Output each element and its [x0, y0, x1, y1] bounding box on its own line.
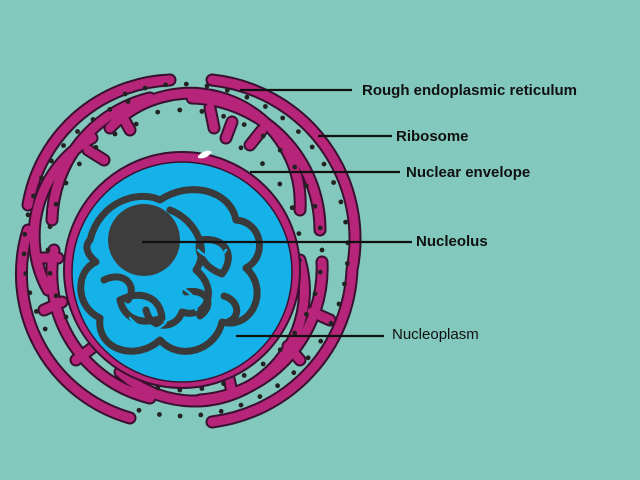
ribosome-dot [93, 145, 99, 150]
ribosome-dot [27, 290, 33, 296]
ribosome-dot [338, 199, 344, 205]
label-nuclear-envelope: Nuclear envelope [406, 164, 531, 181]
ribosome-dot [263, 104, 268, 109]
ribosome-dot [47, 270, 53, 276]
ribosome-dot [221, 381, 227, 387]
ribosome-dot [53, 293, 59, 299]
ribosome-dot [45, 247, 51, 253]
ribosome-dot [321, 161, 327, 167]
ribosome-dot [241, 373, 247, 378]
ribosome-dot [305, 355, 311, 361]
ribosome-dot [177, 107, 183, 113]
ribosome-dot [42, 326, 48, 332]
ribosome-dot [31, 193, 36, 199]
ribosome-dot [342, 281, 347, 287]
ribosome-dot [291, 370, 297, 376]
ribosome-dot [238, 402, 244, 408]
ribosome-dot [244, 94, 250, 100]
ribosome-dot [304, 311, 309, 317]
ribosome-dot [296, 129, 301, 135]
ribosome-dot [53, 201, 59, 207]
ribosome-dot [77, 161, 82, 167]
ribosome-dot [218, 408, 224, 414]
ribosome-dot [25, 212, 31, 218]
ribosome-dot [221, 113, 227, 119]
ribosome-dot [241, 122, 247, 127]
ribosome-dot [260, 161, 265, 167]
ribosome-dot [61, 143, 66, 148]
ribosome-dot [317, 269, 323, 275]
ribosome-dot [289, 205, 295, 211]
ribosome-dot [317, 225, 323, 231]
ribosome-dot [136, 407, 142, 413]
ribosome-dot [155, 109, 161, 115]
ribosome-dot [336, 301, 342, 307]
ribosome-dot [34, 309, 39, 314]
ribosome-dot [318, 338, 324, 344]
ribosome-dot [49, 158, 54, 164]
ribosome-dot [319, 247, 325, 253]
ribosome-dot [260, 361, 266, 367]
ribosome-dot [21, 251, 27, 257]
ribosome-dot [23, 271, 29, 276]
label-rough-er: Rough endoplasmic reticulum [362, 82, 578, 99]
ribosome-dot [277, 181, 283, 187]
rough-er [15, 73, 362, 429]
ribosome-dot [277, 147, 283, 153]
ribosome-dot [122, 91, 128, 97]
ribosome-dot [22, 231, 28, 237]
ribosome-dot [63, 180, 69, 186]
ribosome-dot [107, 107, 113, 112]
ribosome-dot [47, 224, 53, 230]
ribosome-dot [183, 81, 189, 87]
ribosome-dot [304, 183, 309, 189]
chromatin [77, 186, 263, 355]
ribosome-dot [133, 121, 139, 127]
ribosome-dot [277, 347, 283, 353]
ribosome-dot [328, 320, 334, 326]
ribosome-dot [63, 314, 69, 320]
ribosome-dot [199, 109, 205, 114]
ribosome-dot [177, 413, 183, 419]
nuclear-pore [198, 150, 212, 159]
ribosome-dot [280, 115, 286, 121]
ribosome-dot [198, 412, 204, 418]
label-nucleolus: Nucleolus [416, 233, 488, 250]
ribosome-dot [90, 117, 96, 122]
nucleolus [108, 204, 180, 276]
ribosome-dot [296, 231, 302, 237]
ribosome-dot [163, 82, 169, 88]
ribosome-dot [343, 219, 348, 225]
ribosome-dot [331, 180, 336, 185]
ribosome-dot [312, 203, 318, 209]
ribosome-dot [142, 85, 148, 91]
ribosome-dot [157, 412, 162, 417]
ribosome-dot [238, 145, 244, 151]
ribosome-dot [39, 175, 44, 181]
ribosome-dot [257, 394, 263, 399]
ribosome-dot [312, 291, 318, 297]
ribosome-dot [275, 383, 280, 389]
ribosome-dot [204, 83, 210, 89]
ribosome-dot [345, 261, 350, 266]
leader-lines [142, 88, 412, 338]
ribosome-dot [260, 133, 266, 139]
label-nucleoplasm: Nucleoplasm [392, 326, 479, 343]
ribosome-dot [224, 87, 230, 93]
ribosome-dot [75, 129, 80, 134]
label-ribosome: Ribosome [396, 128, 469, 145]
ribosome-dot [292, 164, 298, 170]
ribosome-dot [309, 144, 315, 150]
ribosome-dot [112, 131, 118, 137]
ribosome-dot [125, 99, 131, 104]
ribosome-dot [292, 330, 298, 336]
